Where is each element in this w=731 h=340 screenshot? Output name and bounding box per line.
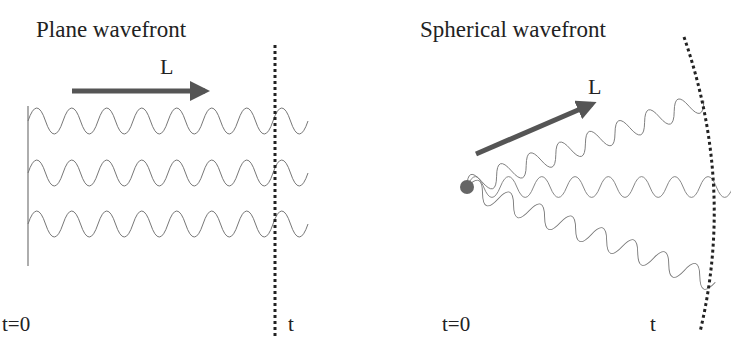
time-label: t	[288, 314, 294, 335]
wavefront-line	[274, 45, 277, 338]
plane-wave	[28, 108, 308, 134]
direction-arrow	[476, 104, 592, 154]
plane-wave	[28, 211, 308, 237]
time-label: t=0	[2, 314, 30, 335]
time-label: t	[650, 314, 656, 335]
plane-wave	[28, 160, 308, 186]
source-plane	[27, 106, 28, 266]
direction-arrow	[72, 89, 205, 94]
time-label: t=0	[442, 314, 470, 335]
spherical-waves	[463, 91, 731, 292]
vector-label: L	[160, 56, 173, 78]
point-source	[460, 180, 474, 194]
heading: Plane wavefront	[36, 18, 186, 41]
wavefront-arc	[684, 37, 714, 332]
vector-label: L	[588, 76, 601, 98]
heading: Spherical wavefront	[420, 18, 606, 41]
